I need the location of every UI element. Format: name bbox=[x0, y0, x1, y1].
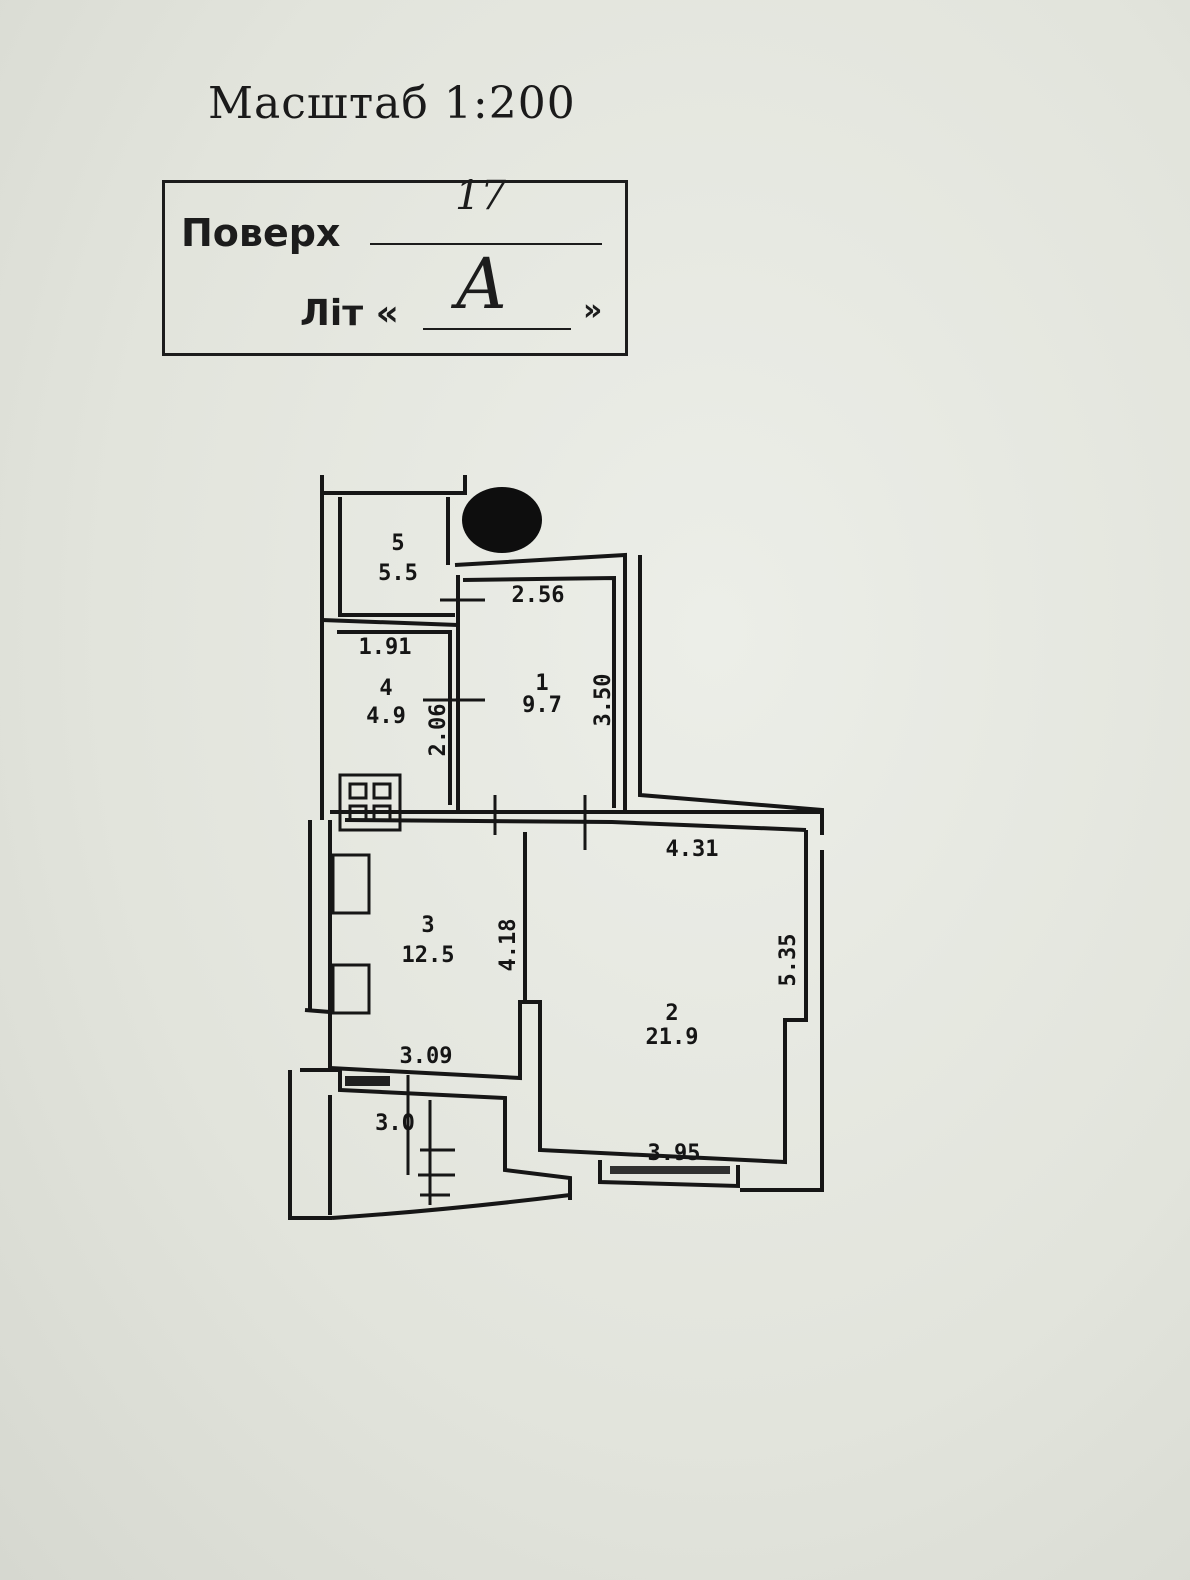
floor-underline bbox=[370, 243, 602, 245]
floor-value-handwritten: 17 bbox=[455, 173, 506, 219]
room-1-area: 9.7 bbox=[522, 693, 562, 718]
room-3-number: 3 bbox=[421, 913, 434, 938]
dim-room2-bottom: 3.95 bbox=[648, 1141, 701, 1166]
dim-room2-width: 4.31 bbox=[666, 837, 719, 862]
boiler-icon bbox=[331, 963, 371, 1015]
dim-room3-length: 4.18 bbox=[496, 919, 521, 972]
sink-icon bbox=[331, 853, 371, 915]
room-2-area: 21.9 bbox=[646, 1025, 699, 1050]
walls bbox=[288, 475, 824, 1220]
dim-room1-width: 2.56 bbox=[512, 583, 565, 608]
letter-label: Літ « bbox=[300, 293, 399, 334]
letter-close-quote: » bbox=[583, 293, 603, 328]
dim-room2-length: 5.35 bbox=[776, 934, 801, 987]
floor-label: Поверх bbox=[181, 211, 341, 255]
window-mark bbox=[345, 1076, 390, 1086]
room-labels: 5 5.5 4 4.9 1 9.7 3 12.5 2 21.9 bbox=[366, 531, 698, 1050]
stove-icon bbox=[338, 773, 402, 832]
dim-room4-length: 2.06 bbox=[426, 704, 451, 757]
room-5-number: 5 bbox=[391, 531, 404, 556]
dim-balcony: 3.0 bbox=[375, 1111, 415, 1136]
room-5-area: 5.5 bbox=[378, 561, 418, 586]
room-3-area: 12.5 bbox=[402, 943, 455, 968]
dim-room3-bottom: 3.09 bbox=[400, 1044, 453, 1069]
room-4-area: 4.9 bbox=[366, 704, 406, 729]
room-1-number: 1 bbox=[535, 671, 548, 696]
letter-value-handwritten: А bbox=[455, 243, 509, 325]
letter-underline bbox=[423, 328, 571, 330]
scale-label: Масштаб 1:200 bbox=[208, 78, 576, 129]
kitchen-fixtures bbox=[331, 773, 402, 1015]
window-mark bbox=[610, 1166, 730, 1174]
dim-room1-length: 3.50 bbox=[591, 674, 616, 727]
floor-stamp: Поверх 17 Літ « А » bbox=[162, 173, 628, 356]
room-2-number: 2 bbox=[665, 1001, 678, 1026]
dim-room4-width: 1.91 bbox=[359, 635, 412, 660]
ink-blot bbox=[462, 487, 542, 553]
dimension-ticks bbox=[406, 598, 587, 1205]
room-4-number: 4 bbox=[379, 676, 392, 701]
dimension-labels: 2.56 1.91 2.06 3.50 4.31 4.18 5.35 3.09 … bbox=[359, 583, 801, 1166]
